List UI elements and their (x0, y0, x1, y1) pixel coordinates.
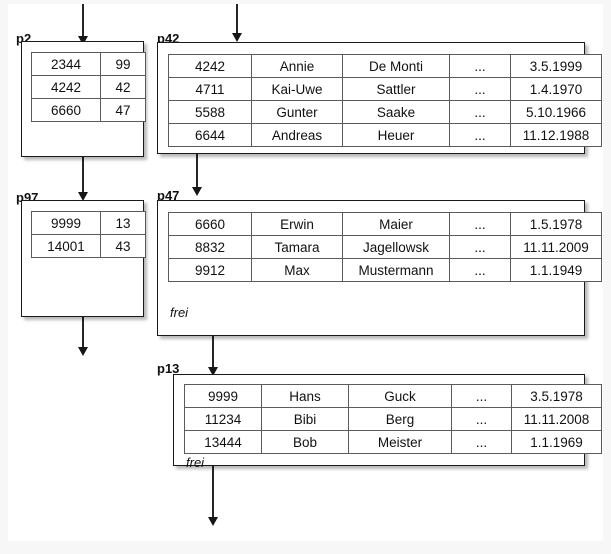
index-table-p2: 2344 99 4242 42 6660 47 (31, 52, 146, 122)
table-row[interactable]: 9912 Max Mustermann ... 1.1.1949 (168, 258, 602, 282)
cell-first: Kai-Uwe (251, 77, 343, 101)
free-space-label-p13: frei (186, 455, 205, 470)
cell-more: ... (449, 100, 511, 124)
index-key: 2344 (31, 52, 101, 76)
cell-id: 5588 (168, 100, 252, 124)
node-label-p47: p47 (157, 188, 180, 203)
index-pointer: 47 (100, 98, 146, 122)
cell-last: Guck (348, 384, 452, 408)
cell-date: 3.5.1999 (510, 54, 602, 78)
cell-last: Sattler (342, 77, 450, 101)
data-table-p47: 6660 Erwin Maier ... 1.5.1978 8832 Tamar… (168, 212, 602, 282)
cell-date: 3.5.1978 (511, 384, 602, 408)
data-table-p42: 4242 Annie De Monti ... 3.5.1999 4711 Ka… (168, 54, 602, 147)
cell-first: Hans (261, 384, 349, 408)
data-table-p13: 9999 Hans Guck ... 3.5.1978 11234 Bibi B… (184, 384, 602, 454)
cell-more: ... (451, 430, 512, 454)
cell-id: 9912 (168, 258, 252, 282)
cell-date: 5.10.1966 (510, 100, 602, 124)
table-row[interactable]: 6660 Erwin Maier ... 1.5.1978 (168, 212, 602, 236)
cell-more: ... (451, 407, 512, 431)
index-node-p2[interactable]: 2344 99 4242 42 6660 47 (21, 41, 146, 157)
table-row[interactable]: 8832 Tamara Jagellowsk ... 11.11.2009 (168, 235, 602, 259)
table-row[interactable]: 4242 42 (31, 75, 146, 99)
index-table-p97: 9999 13 14001 43 (31, 211, 146, 258)
cell-last: Saake (342, 100, 450, 124)
cell-last: Meister (348, 430, 452, 454)
cell-last: De Monti (342, 54, 450, 78)
table-row[interactable]: 6660 47 (31, 98, 146, 122)
cell-date: 1.4.1970 (510, 77, 602, 101)
table-row[interactable]: 2344 99 (31, 52, 146, 76)
cell-last: Heuer (342, 123, 450, 147)
table-row[interactable]: 5588 Gunter Saake ... 5.10.1966 (168, 100, 602, 124)
cell-date: 11.11.2008 (511, 407, 602, 431)
cell-id: 6660 (168, 212, 252, 236)
table-row[interactable]: 4711 Kai-Uwe Sattler ... 1.4.1970 (168, 77, 602, 101)
table-row[interactable]: 6644 Andreas Heuer ... 11.12.1988 (168, 123, 602, 147)
cell-more: ... (451, 384, 512, 408)
data-page-p47[interactable]: 6660 Erwin Maier ... 1.5.1978 8832 Tamar… (157, 200, 602, 336)
cell-last: Maier (342, 212, 450, 236)
cell-date: 1.5.1978 (510, 212, 602, 236)
cell-date: 11.11.2009 (510, 235, 602, 259)
index-key: 9999 (31, 211, 101, 235)
table-row[interactable]: 9999 13 (31, 211, 146, 235)
cell-first: Bob (261, 430, 349, 454)
cell-last: Jagellowsk (342, 235, 450, 259)
cell-id: 8832 (168, 235, 252, 259)
cell-id: 6644 (168, 123, 252, 147)
index-node-p97[interactable]: 9999 13 14001 43 (21, 200, 146, 317)
cell-first: Gunter (251, 100, 343, 124)
cell-first: Annie (251, 54, 343, 78)
index-key: 4242 (31, 75, 101, 99)
data-page-p13[interactable]: 9999 Hans Guck ... 3.5.1978 11234 Bibi B… (173, 374, 602, 470)
cell-more: ... (449, 54, 511, 78)
free-space-label-p47: frei (170, 305, 189, 320)
table-row[interactable]: 13444 Bob Meister ... 1.1.1969 (184, 430, 602, 454)
cell-more: ... (449, 212, 511, 236)
index-key: 6660 (31, 98, 101, 122)
index-pointer: 43 (100, 234, 146, 258)
cell-id: 11234 (184, 407, 262, 431)
cell-first: Tamara (251, 235, 343, 259)
table-row[interactable]: 9999 Hans Guck ... 3.5.1978 (184, 384, 602, 408)
table-row[interactable]: 14001 43 (31, 234, 146, 258)
index-pointer: 13 (100, 211, 146, 235)
cell-first: Erwin (251, 212, 343, 236)
cell-date: 1.1.1949 (510, 258, 602, 282)
index-pointer: 42 (100, 75, 146, 99)
cell-last: Mustermann (342, 258, 450, 282)
index-key: 14001 (31, 234, 101, 258)
index-pointer: 99 (100, 52, 146, 76)
cell-date: 11.12.1988 (510, 123, 602, 147)
cell-last: Berg (348, 407, 452, 431)
cell-id: 4711 (168, 77, 252, 101)
cell-id: 4242 (168, 54, 252, 78)
data-page-p42[interactable]: 4242 Annie De Monti ... 3.5.1999 4711 Ka… (157, 42, 602, 154)
cell-first: Bibi (261, 407, 349, 431)
cell-more: ... (449, 258, 511, 282)
cell-date: 1.1.1969 (511, 430, 602, 454)
cell-more: ... (449, 77, 511, 101)
cell-more: ... (449, 235, 511, 259)
cell-more: ... (449, 123, 511, 147)
cell-id: 9999 (184, 384, 262, 408)
cell-id: 13444 (184, 430, 262, 454)
diagram-page: p2 2344 99 4242 42 6660 47 (8, 4, 603, 541)
table-row[interactable]: 4242 Annie De Monti ... 3.5.1999 (168, 54, 602, 78)
cell-first: Max (251, 258, 343, 282)
cell-first: Andreas (251, 123, 343, 147)
node-label-p13: p13 (157, 361, 180, 376)
table-row[interactable]: 11234 Bibi Berg ... 11.11.2008 (184, 407, 602, 431)
